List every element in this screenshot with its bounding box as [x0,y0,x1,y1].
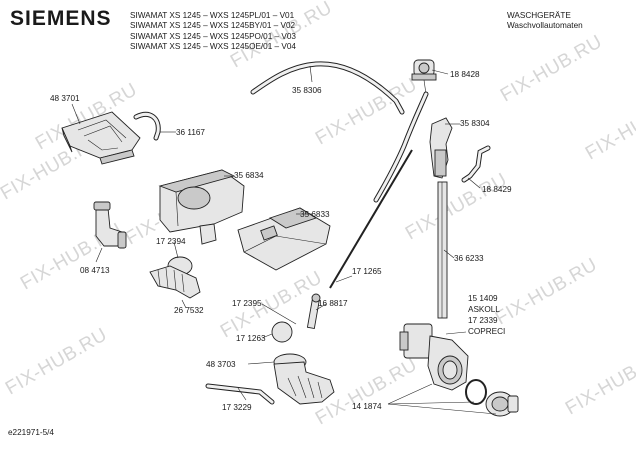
rod-part [329,149,413,289]
part-label-copreci: COPRECI [468,327,505,336]
part-label-084713: 08 4713 [80,266,110,275]
category-title: WASCHGERÄTE [507,11,571,20]
watermark-text: FIX-HUB.RU [497,31,606,106]
model-line: SIWAMAT XS 1245 – WXS 1245BY/01 – V02 [130,21,296,31]
drawer-part [237,207,331,271]
model-list: SIWAMAT XS 1245 – WXS 1245PL/01 – V01 SI… [130,11,296,53]
model-line: SIWAMAT XS 1245 – WXS 1245OE/01 – V04 [130,42,296,52]
detergent-cover-part [61,111,141,165]
document-id: e221971-5/4 [8,428,54,437]
clip-hose-part [461,145,491,183]
detergent-box-part [158,169,245,245]
long-hose-part [250,61,405,115]
leader-lines [71,65,497,415]
part-label-141874: 14 1874 [352,402,382,411]
part-label-366233: 36 6233 [454,254,484,263]
part-label-356834: 35 6834 [234,171,264,180]
category-subtitle: Waschvollautomaten [507,21,583,31]
part-label-483703: 48 3703 [206,360,236,369]
drain-pump-part [399,323,469,391]
bent-hose-part [373,91,453,203]
part-label-267532: 26 7532 [174,306,204,315]
part-label-358304: 35 8304 [460,119,490,128]
watermark-text: FIX-HUB.RU [2,324,111,399]
category-header: WASCHGERÄTE Waschvollautomaten [507,11,583,32]
hose-piece-part [205,383,275,405]
part-label-361167: 36 1167 [176,128,205,137]
part-label-askoll: ASKOLL [468,305,500,314]
part-label-358306: 35 8306 [292,86,322,95]
model-line: SIWAMAT XS 1245 – WXS 1245PL/01 – V01 [130,11,295,20]
part-label-188429: 18 8429 [482,185,512,194]
sump-part [273,353,335,405]
part-label-172395: 17 2395 [232,299,262,308]
watermark-text: FIX-HUB.RU [402,169,511,244]
ball-part [271,321,293,343]
part-label-173229: 17 3229 [222,403,252,412]
elbow-part [93,201,127,249]
sensor-rod-part [306,293,321,329]
bellows-hose-part [149,256,201,299]
watermark-text: FIX-HUB.RU [562,344,636,419]
vertical-tube-part [437,181,448,319]
part-label-171265: 17 1265 [352,267,382,276]
part-labels: 48 3701 36 1167 35 8306 18 8428 35 8304 … [50,70,512,412]
part-label-172339: 17 2339 [468,316,498,325]
part-label-168817: 16 8817 [318,299,348,308]
part-label-188428: 18 8428 [450,70,480,79]
watermark-text: FIX-HUB.RU [492,254,601,329]
part-label-172263: 17 1263 [236,334,266,343]
model-line: SIWAMAT XS 1245 – WXS 1245PO/01 – V03 [130,31,296,41]
part-label-172394: 17 2394 [156,237,186,246]
part-label-483701: 48 3701 [50,94,80,103]
seal-rings-part [465,379,519,417]
brand-logo: SIEMENS [10,7,112,30]
small-hose-part [133,111,161,141]
part-label-356833: 35 6833 [300,210,330,219]
valve-part [411,59,437,95]
part-label-151409: 15 1409 [468,294,498,303]
watermark-text: FIX-HUB.RU [582,89,636,164]
